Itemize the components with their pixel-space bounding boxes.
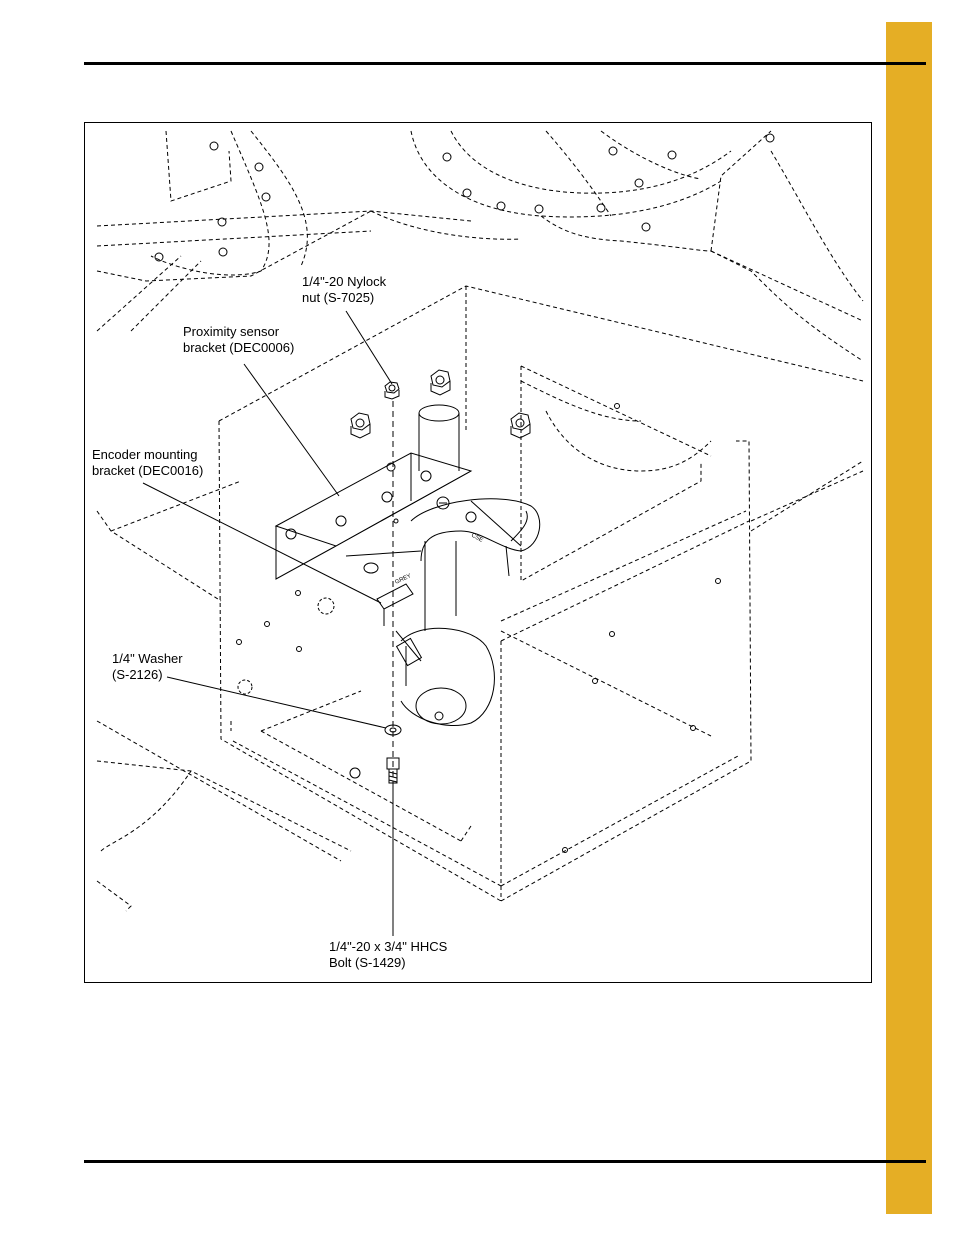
nylock-nut <box>384 381 400 400</box>
section-tab <box>886 22 932 1214</box>
encoder-housing <box>395 627 495 727</box>
callout-encoder-bracket: Encoder mounting bracket (DEC0016) <box>92 447 203 479</box>
callout-line: (S-2126) <box>112 667 163 682</box>
header-rule <box>84 62 926 65</box>
housing-hex-nuts <box>350 369 531 439</box>
callout-line: Encoder mounting <box>92 447 198 462</box>
background-structure <box>96 130 864 912</box>
callout-line: 1/4"-20 x 3/4" HHCS <box>329 939 448 954</box>
callout-nylock-nut: 1/4"-20 Nylock nut (S-7025) <box>302 274 386 306</box>
callout-proximity-bracket: Proximity sensor bracket (DEC0006) <box>183 324 294 356</box>
callout-line: Proximity sensor <box>183 324 280 339</box>
callout-line: Bolt (S-1429) <box>329 955 406 970</box>
housing-holes <box>236 403 721 853</box>
callout-line: bracket (DEC0016) <box>92 463 204 478</box>
callout-line: 1/4"-20 Nylock <box>302 274 387 289</box>
flange-bolt-holes <box>154 133 775 262</box>
callout-line: bracket (DEC0006) <box>183 340 295 355</box>
callout-bolt: 1/4"-20 x 3/4" HHCS Bolt (S-1429) <box>329 939 447 971</box>
shaft-tube <box>418 404 460 631</box>
svg-text:GREY: GREY <box>394 573 412 586</box>
proximity-bracket <box>274 452 473 580</box>
leader-lines <box>142 310 393 729</box>
housing-box <box>218 285 864 902</box>
callout-washer: 1/4" Washer (S-2126) <box>112 651 183 683</box>
assembly-drawing: GREY CSE <box>96 130 864 936</box>
callout-line: 1/4" Washer <box>112 651 183 666</box>
callout-line: nut (S-7025) <box>302 290 375 305</box>
assembly-figure: GREY CSE <box>84 122 872 983</box>
footer-rule <box>84 1160 926 1163</box>
encoder-bracket <box>345 496 541 626</box>
svg-text:CSE: CSE <box>470 533 484 544</box>
